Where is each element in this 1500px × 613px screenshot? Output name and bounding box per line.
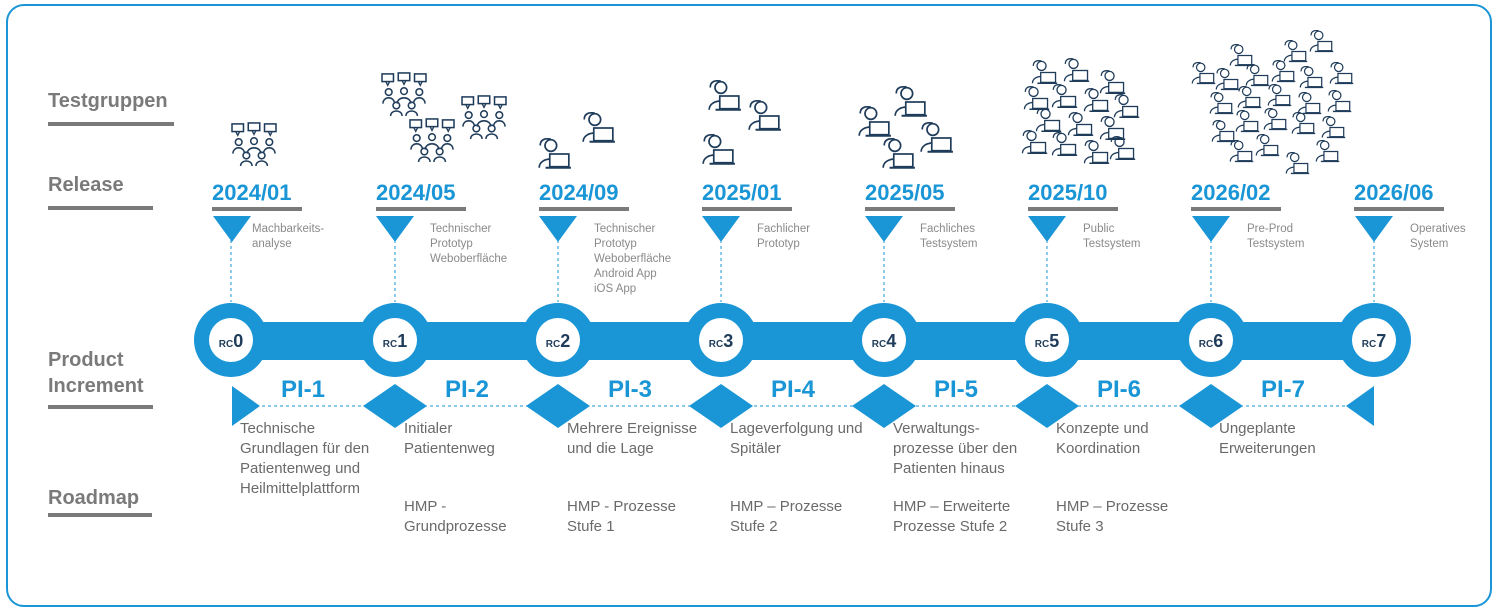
release-desc-3: Fachlicher Prototyp: [757, 223, 811, 250]
release-connectors: [230, 240, 1375, 302]
three-users-laptop-icon: [702, 80, 782, 165]
release-date-3: 2025/01: [702, 180, 782, 205]
user-group-chat-icon: [231, 122, 277, 166]
release-underline-2: [539, 207, 629, 211]
pi-desc-4: Lageverfolgung und Spitäler: [730, 420, 863, 457]
hmp-desc-3: HMP - Prozesse Stufe 1: [567, 498, 676, 535]
multiple-user-groups-chat-icon: [381, 72, 507, 162]
rc-label-6: RC6: [1198, 331, 1224, 351]
hmp-desc-6: HMP – Prozesse Stufe 3: [1056, 498, 1169, 535]
row-label-product-increment: Product Increment: [48, 349, 144, 397]
pi-markers: [232, 384, 1374, 428]
pi-desc-1: Technische Grundlagen für den Patientenw…: [240, 420, 370, 497]
release-underline-4: [865, 207, 955, 211]
release-desc-4: Fachliches Testsystem: [920, 223, 978, 250]
hmp-desc-5: HMP – Erweiterte Prozesse Stufe 2: [893, 498, 1011, 535]
release-date-0: 2024/01: [212, 180, 292, 205]
release-desc-5: Public Testsystem: [1083, 223, 1141, 250]
hmp-desc-4: HMP – Prozesse Stufe 2: [730, 498, 843, 535]
many-users-laptop-icon: [1021, 58, 1140, 164]
row-underline-product-increment: [48, 405, 153, 409]
pi-label-1: PI-1: [281, 376, 326, 403]
pi-label-6: PI-6: [1097, 376, 1142, 403]
pi-desc-7: Ungeplante Erweiterungen: [1219, 420, 1316, 457]
row-underline-roadmap: [48, 513, 152, 517]
pi-desc-5: Verwaltungs- prozesse über den Patienten…: [893, 420, 1018, 477]
pi-desc-6: Konzepte und Koordination: [1056, 420, 1149, 457]
rc-label-3: RC3: [708, 331, 734, 351]
hmp-desc-2: HMP - Grundprozesse: [404, 498, 507, 535]
row-underline-release: [48, 206, 153, 210]
release-markers: [213, 216, 1393, 242]
release-underline-6: [1191, 207, 1281, 211]
rc-label-0: RC0: [218, 331, 244, 351]
release-desc-1: Technischer Prototyp Weboberfläche: [430, 223, 508, 265]
pi-label-7: PI-7: [1261, 376, 1306, 403]
row-label-release: Release: [48, 174, 124, 196]
row-label-roadmap: Roadmap: [48, 487, 140, 509]
rc-label-7: RC7: [1361, 331, 1387, 351]
four-users-laptop-icon: [858, 86, 954, 169]
roadmap-frame: [6, 4, 1492, 607]
rc-label-2: RC2: [545, 331, 571, 351]
release-desc-6: Pre-Prod Testsystem: [1247, 223, 1305, 250]
pi-desc-3: Mehrere Ereignisse und die Lage: [567, 420, 698, 457]
row-label-testgruppen: Testgruppen: [48, 90, 168, 112]
release-underline-1: [376, 207, 466, 211]
pi-label-5: PI-5: [934, 376, 979, 403]
release-date-1: 2024/05: [376, 180, 456, 205]
crowd-users-laptop-icon: [1191, 30, 1354, 175]
release-desc-7: Operatives System: [1410, 223, 1466, 250]
pi-label-3: PI-3: [608, 376, 653, 403]
release-desc-0: Machbarkeits- analyse: [252, 223, 325, 250]
pi-label-4: PI-4: [771, 376, 816, 403]
release-date-5: 2025/10: [1028, 180, 1108, 205]
pi-desc-2: Initialer Patientenweg: [404, 420, 495, 457]
release-underline-0: [212, 207, 302, 211]
rc-label-5: RC5: [1034, 331, 1060, 351]
release-desc-2: Technischer Prototyp Weboberfläche Andro…: [594, 223, 672, 295]
release-underline-7: [1354, 207, 1444, 211]
release-date-7: 2026/06: [1354, 180, 1434, 205]
rc-circles: [194, 303, 1411, 377]
row-underline-testgruppen: [48, 122, 174, 126]
pi-label-2: PI-2: [445, 376, 490, 403]
rc-label-1: RC1: [382, 331, 408, 351]
release-date-2: 2024/09: [539, 180, 619, 205]
rc-label-4: RC4: [871, 331, 897, 351]
release-underline-3: [702, 207, 792, 211]
two-users-laptop-icon: [538, 112, 616, 169]
release-date-6: 2026/02: [1191, 180, 1271, 205]
release-underline-5: [1028, 207, 1118, 211]
release-date-4: 2025/05: [865, 180, 945, 205]
